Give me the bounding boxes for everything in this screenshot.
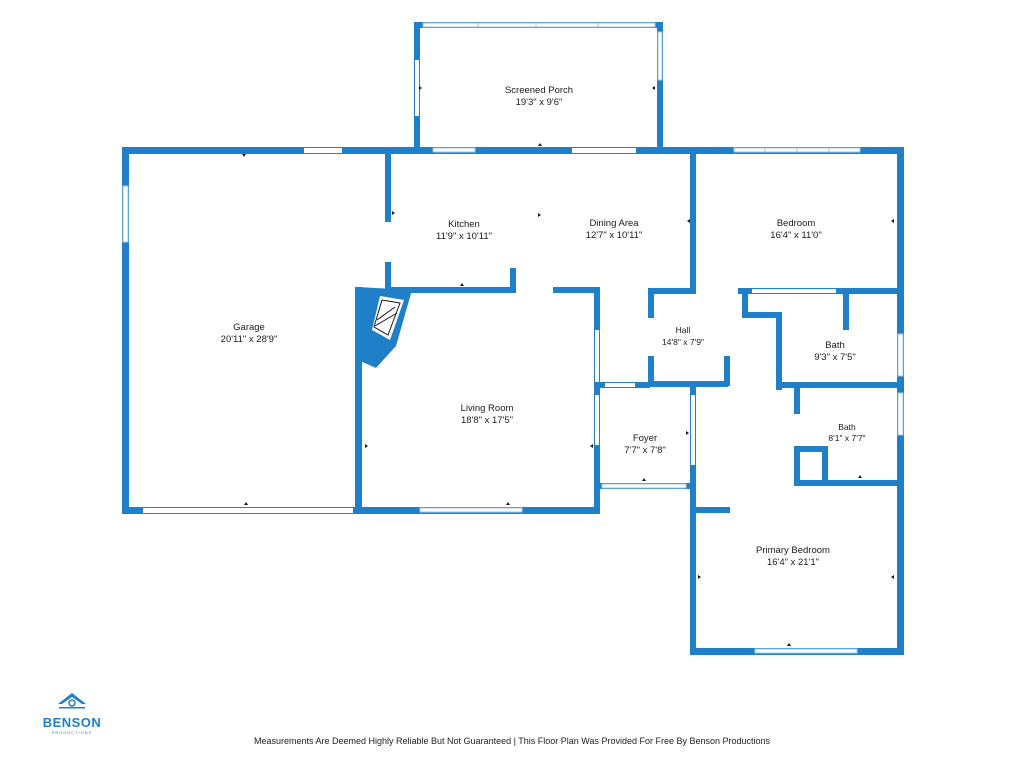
- room-name: Bath: [838, 422, 856, 432]
- room-label-screened-porch: Screened Porch 19'3" x 9'6": [505, 85, 573, 108]
- room-dimensions: 14'8" x 7'9": [662, 337, 704, 347]
- room-name: Screened Porch: [505, 85, 573, 96]
- room-name: Kitchen: [448, 219, 480, 230]
- room-name: Primary Bedroom: [756, 545, 830, 556]
- room-dimensions: 8'1" x 7'7": [828, 433, 865, 443]
- room-label-foyer: Foyer 7'7" x 7'8": [624, 433, 666, 456]
- door-markers: [242, 86, 894, 646]
- brand-logo: BENSON PRODUCTIONS: [36, 692, 108, 735]
- room-name: Hall: [676, 325, 691, 335]
- room-label-primary-bedroom: Primary Bedroom 16'4" x 21'1": [756, 545, 830, 568]
- room-label-dining-area: Dining Area 12'7" x 10'11": [586, 218, 643, 241]
- room-name: Bath: [825, 340, 845, 351]
- room-label-garage: Garage 20'11" x 28'9": [221, 322, 278, 345]
- screened-porch-walls: [414, 22, 663, 150]
- room-label-hall: Hall 14'8" x 7'9": [662, 325, 704, 347]
- room-dimensions: 19'3" x 9'6": [516, 97, 563, 108]
- room-label-living-room: Living Room 18'8" x 17'5": [461, 403, 514, 426]
- footer-disclaimer: Measurements Are Deemed Highly Reliable …: [253, 736, 771, 746]
- room-label-bath-upper: Bath 9'3" x 7'5": [814, 340, 856, 363]
- room-dimensions: 11'9" x 10'11": [436, 231, 492, 242]
- house-icon: [58, 693, 86, 709]
- brand-name: BENSON: [42, 715, 102, 730]
- room-name: Bedroom: [777, 218, 816, 229]
- room-dimensions: 18'8" x 17'5": [461, 415, 513, 426]
- room-name: Garage: [233, 322, 265, 333]
- room-dimensions: 7'7" x 7'8": [624, 445, 666, 456]
- exterior-walls: [122, 147, 904, 655]
- room-label-kitchen: Kitchen 11'9" x 10'11": [436, 219, 492, 242]
- room-dimensions: 16'4" x 11'0": [770, 230, 821, 241]
- room-dimensions: 20'11" x 28'9": [221, 334, 278, 345]
- room-name: Foyer: [633, 433, 657, 444]
- room-name: Dining Area: [589, 218, 639, 229]
- room-dimensions: 9'3" x 7'5": [814, 352, 856, 363]
- brand-subtitle: PRODUCTIONS: [51, 730, 93, 735]
- room-dimensions: 12'7" x 10'11": [586, 230, 643, 241]
- room-dimensions: 16'4" x 21'1": [767, 557, 819, 568]
- room-label-bedroom: Bedroom 16'4" x 11'0": [770, 218, 821, 241]
- room-label-bath-lower: Bath 8'1" x 7'7": [828, 422, 865, 443]
- room-name: Living Room: [461, 403, 514, 414]
